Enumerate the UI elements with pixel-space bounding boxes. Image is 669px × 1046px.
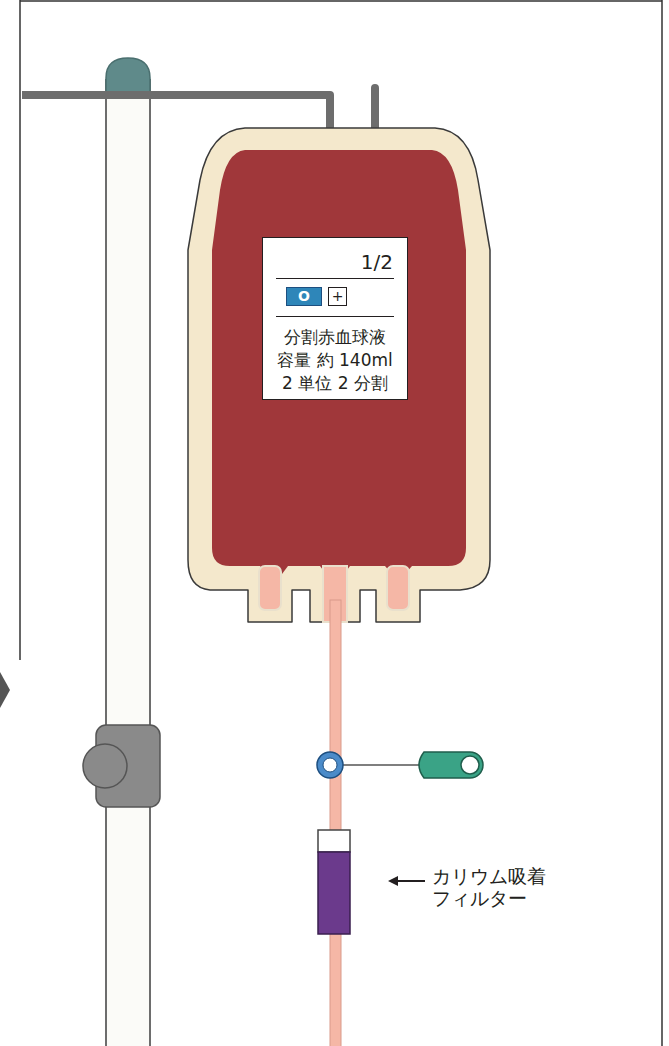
filter-label: カリウム吸着 フィルター: [432, 866, 562, 910]
roller-clamp: [419, 752, 483, 778]
clamp-ring: [317, 752, 343, 778]
blood-type-box: O: [286, 287, 322, 306]
frame-line: [19, 0, 21, 660]
filter-cap: [318, 830, 350, 852]
bag-label-card: 1/2 分割赤血球液容量 約 140ml 2 単位 2 分割 O +: [262, 237, 408, 400]
product-name: 分割赤血球液: [263, 327, 407, 347]
volume-text: 容量 約 140ml: [263, 350, 407, 370]
bag-number: 1/2: [361, 250, 393, 274]
leader-arrow: [395, 880, 425, 882]
leader-arrow-head: [388, 876, 398, 886]
bag-port: [387, 566, 409, 610]
iv-pole: [106, 80, 150, 1046]
frame-line: [661, 0, 663, 1046]
potassium-filter: [318, 852, 350, 934]
frame-line: [20, 0, 662, 2]
clamp-ring-hole: [323, 758, 337, 772]
clamp-knob: [83, 744, 127, 788]
unit-split-text: 2 単位 2 分割: [263, 373, 407, 393]
blood-type: O: [287, 288, 321, 305]
label-rule: [276, 316, 394, 317]
edge-mark: [0, 672, 10, 708]
pole-cap: [106, 58, 150, 95]
roller-wheel: [461, 756, 479, 774]
rh-type: +: [329, 288, 346, 305]
bag-port: [259, 566, 281, 610]
red-cell-fluid: [212, 150, 466, 574]
label-rule: [276, 278, 394, 279]
rh-type-box: +: [328, 287, 347, 306]
infusion-tube: [330, 600, 341, 1046]
blood-bag: [188, 128, 490, 622]
